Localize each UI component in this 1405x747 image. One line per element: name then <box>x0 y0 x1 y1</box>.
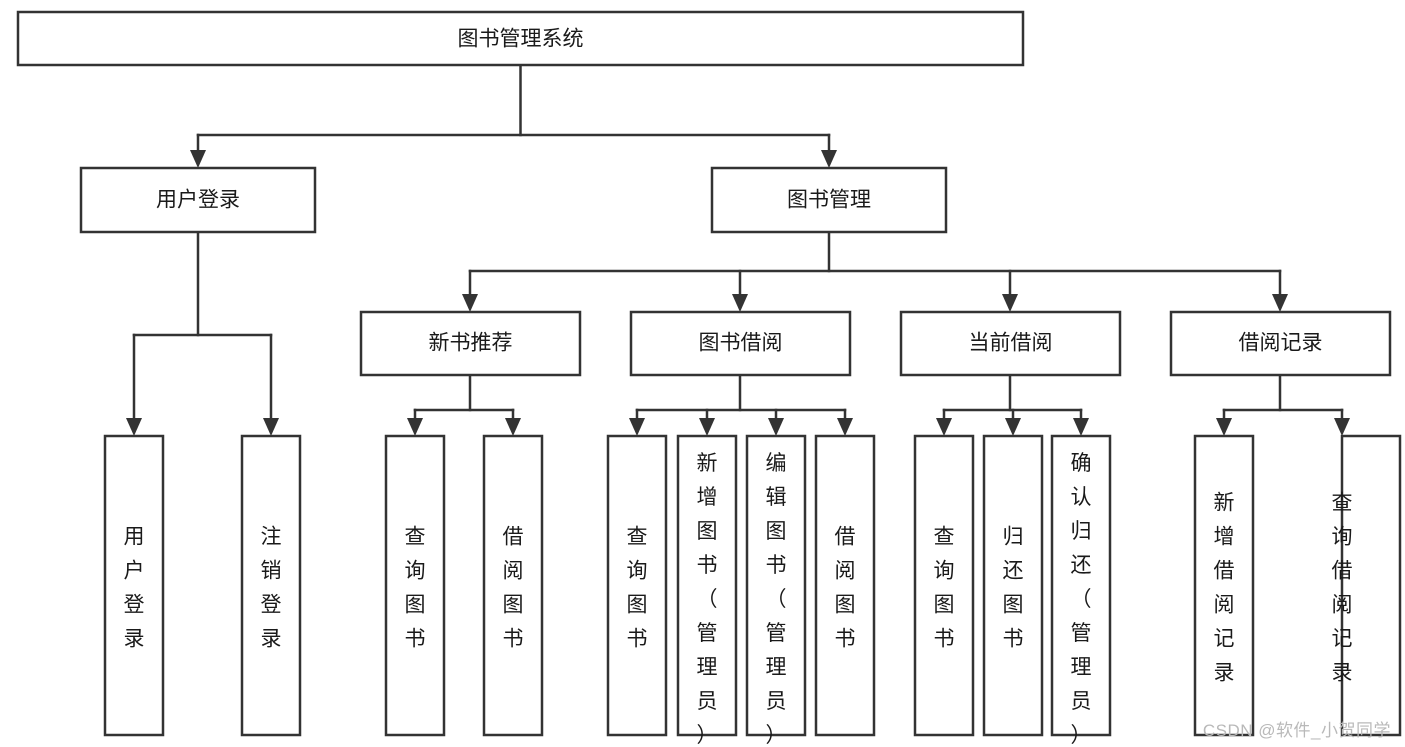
node-book-borrow[interactable]: 图书借阅 <box>629 310 852 377</box>
node-leaf-query-book-borrow-box <box>606 434 668 737</box>
node-borrow-record-label: 借阅记录 <box>1239 332 1323 355</box>
node-leaf-borrow-book[interactable]: 借阅图书 <box>814 434 876 737</box>
node-leaf-query-book-borrow-label: 查询图书 <box>627 526 648 651</box>
arrowhead-current-borrow <box>1002 294 1018 312</box>
node-leaf-query-book-borrow[interactable]: 查询图书 <box>606 434 668 737</box>
node-leaf-user-login-label: 用户登录 <box>124 526 145 651</box>
arrowhead-leaf-confirm-return <box>1073 418 1089 436</box>
arrowhead-leaf-query-book-borrow <box>629 418 645 436</box>
node-new-book-recommend[interactable]: 新书推荐 <box>359 310 582 377</box>
arrowhead-leaf-edit-book <box>768 418 784 436</box>
node-leaf-edit-book-box <box>745 434 807 737</box>
arrowhead-leaf-borrow-book-recommend <box>505 418 521 436</box>
node-leaf-add-borrow-record-box <box>1193 434 1255 737</box>
node-leaf-query-book-recommend-box <box>384 434 446 737</box>
node-leaf-return-book[interactable]: 归还图书 <box>982 434 1044 737</box>
node-leaf-query-book-current-box <box>913 434 975 737</box>
node-leaf-borrow-book-recommend[interactable]: 借阅图书 <box>482 434 544 737</box>
node-leaf-borrow-book-box <box>814 434 876 737</box>
arrowhead-user-login <box>190 150 206 168</box>
node-book-manage-box <box>710 166 948 234</box>
arrowhead-book-borrow <box>732 294 748 312</box>
node-root-box <box>16 10 1025 67</box>
node-leaf-query-borrow-record-label: 查询借阅记录 <box>1332 492 1353 685</box>
node-leaf-edit-book[interactable]: 编辑图书（管理员） <box>745 434 807 747</box>
node-current-borrow-box <box>899 310 1122 377</box>
arrowhead-new-book-recommend <box>462 294 478 312</box>
node-leaf-query-book-current-label: 查询图书 <box>934 526 955 651</box>
node-leaf-add-book-label: 新增图书（管理员） <box>697 452 718 747</box>
leaf-nodes-layer: 用户登录 注销登录 查询图书 借阅图书 查询图书 新增图书（管理员） 编辑图书（… <box>103 434 1402 747</box>
arrowhead-book-manage <box>821 150 837 168</box>
arrowhead-leaf-query-borrow-record <box>1334 418 1350 436</box>
connector-layer <box>126 63 1350 436</box>
node-borrow-record-box <box>1169 310 1392 377</box>
node-leaf-query-book-recommend-label: 查询图书 <box>405 526 426 651</box>
node-borrow-record[interactable]: 借阅记录 <box>1169 310 1392 377</box>
node-book-manage[interactable]: 图书管理 <box>710 166 948 234</box>
arrowhead-leaf-add-borrow-record <box>1216 418 1232 436</box>
node-leaf-borrow-book-recommend-box <box>482 434 544 737</box>
node-leaf-logout-box <box>240 434 302 737</box>
node-root[interactable]: 图书管理系统 <box>16 10 1025 67</box>
node-leaf-query-borrow-record-box <box>1340 434 1402 737</box>
node-leaf-query-book-recommend[interactable]: 查询图书 <box>384 434 446 737</box>
node-book-borrow-label: 图书借阅 <box>699 332 783 355</box>
node-leaf-logout-label: 注销登录 <box>261 526 282 651</box>
node-root-label: 图书管理系统 <box>458 28 584 51</box>
node-current-borrow-label: 当前借阅 <box>969 332 1053 355</box>
arrowhead-leaf-query-book-recommend <box>407 418 423 436</box>
arrowhead-leaf-borrow-book <box>837 418 853 436</box>
node-leaf-user-login[interactable]: 用户登录 <box>103 434 165 737</box>
arrowhead-leaf-add-book <box>699 418 715 436</box>
arrowhead-leaf-user-login <box>126 418 142 436</box>
node-leaf-borrow-book-label: 借阅图书 <box>835 526 856 651</box>
node-book-borrow-box <box>629 310 852 377</box>
node-leaf-add-book-box <box>676 434 738 737</box>
node-leaf-user-login-box <box>103 434 165 737</box>
node-current-borrow[interactable]: 当前借阅 <box>899 310 1122 377</box>
node-new-book-recommend-label: 新书推荐 <box>429 332 513 355</box>
node-leaf-return-book-box <box>982 434 1044 737</box>
node-leaf-confirm-return-box <box>1050 434 1112 737</box>
arrowhead-leaf-return-book <box>1005 418 1021 436</box>
node-new-book-recommend-box <box>359 310 582 377</box>
arrowhead-borrow-record <box>1272 294 1288 312</box>
arrowhead-leaf-logout <box>263 418 279 436</box>
node-leaf-add-book[interactable]: 新增图书（管理员） <box>676 434 738 747</box>
node-leaf-return-book-label: 归还图书 <box>1003 526 1024 651</box>
node-user-login-label: 用户登录 <box>156 189 240 212</box>
node-leaf-add-borrow-record-label: 新增借阅记录 <box>1214 492 1235 685</box>
node-leaf-query-borrow-record[interactable]: 查询借阅记录 <box>1332 434 1402 737</box>
node-user-login[interactable]: 用户登录 <box>79 166 317 234</box>
node-leaf-confirm-return-label: 确认归还（管理员） <box>1071 452 1092 747</box>
arrowhead-leaf-query-book-current <box>936 418 952 436</box>
node-leaf-borrow-book-recommend-label: 借阅图书 <box>503 526 524 651</box>
node-leaf-logout[interactable]: 注销登录 <box>240 434 302 737</box>
node-book-manage-label: 图书管理 <box>787 189 871 212</box>
node-user-login-box <box>79 166 317 234</box>
node-leaf-query-book-current[interactable]: 查询图书 <box>913 434 975 737</box>
node-leaf-confirm-return[interactable]: 确认归还（管理员） <box>1050 434 1112 747</box>
node-leaf-edit-book-label: 编辑图书（管理员） <box>766 452 787 747</box>
node-leaf-add-borrow-record[interactable]: 新增借阅记录 <box>1193 434 1255 737</box>
